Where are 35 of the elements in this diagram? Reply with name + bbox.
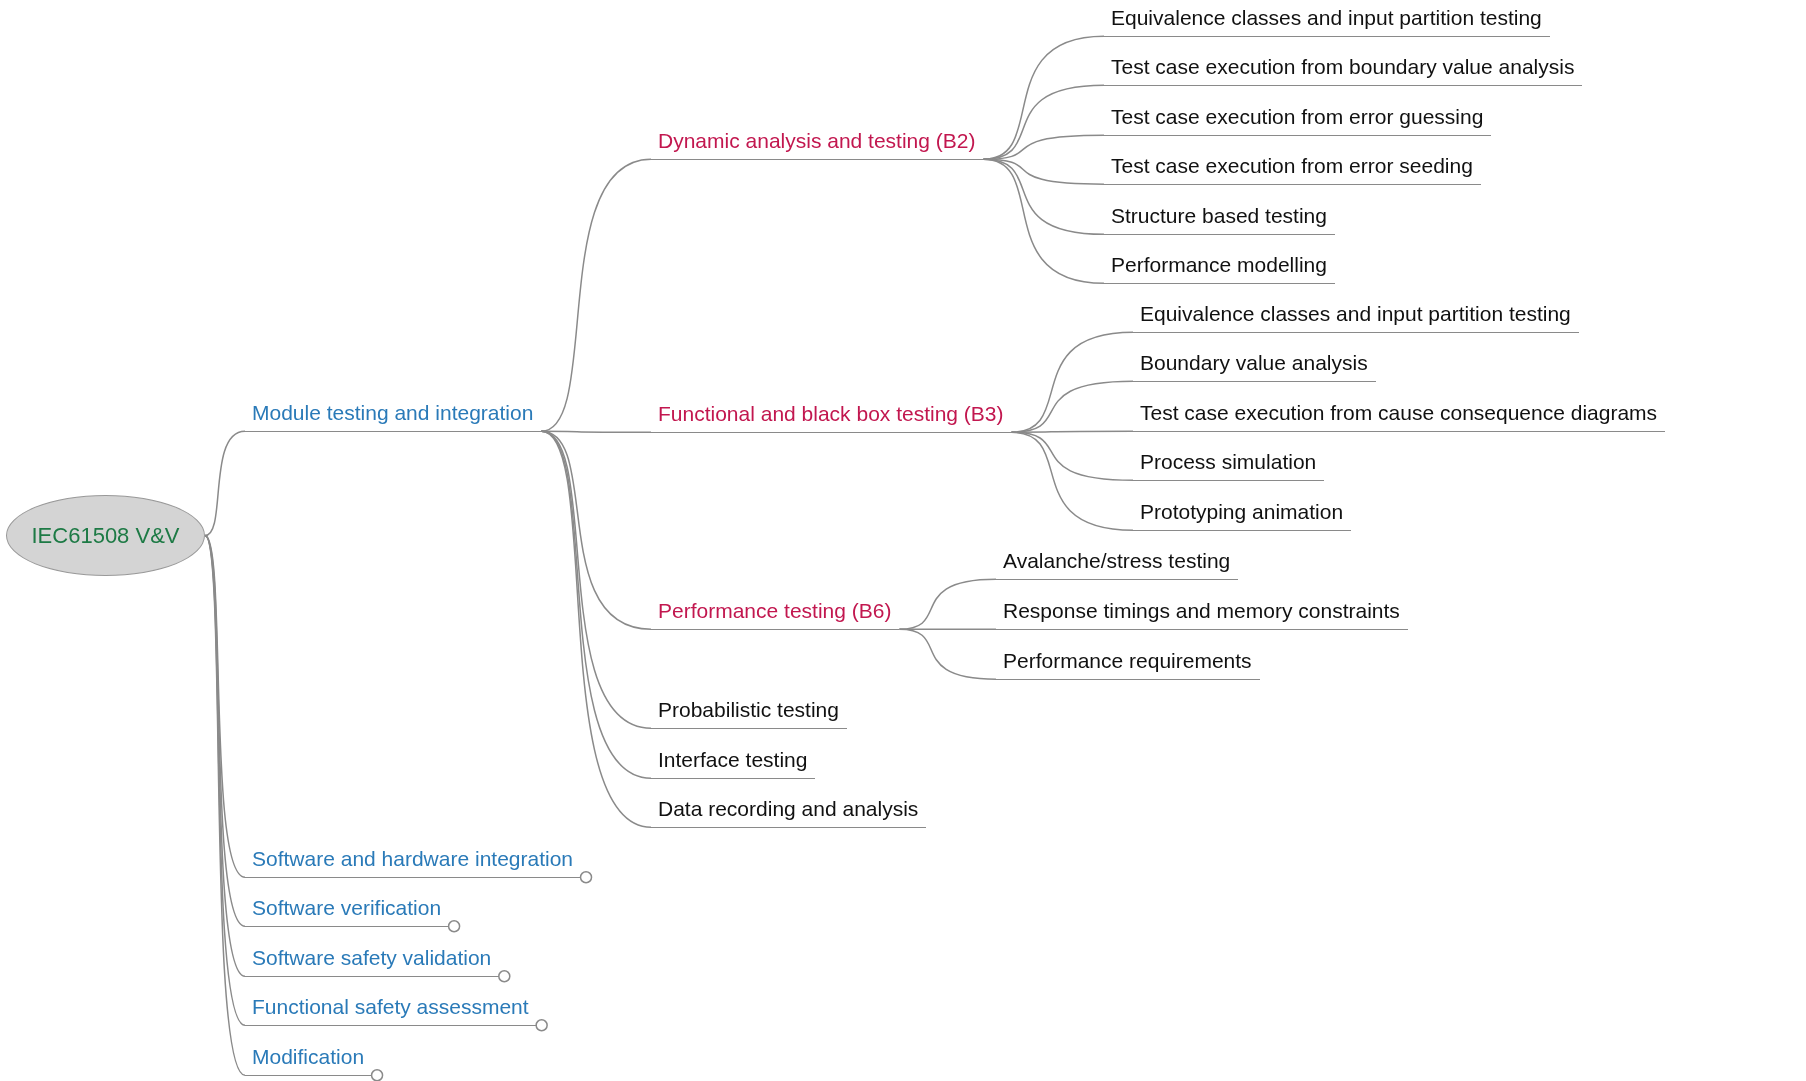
leaf-topic: Response timings and memory constraints — [996, 598, 1408, 630]
branch-connector — [898, 628, 997, 680]
branch-connector — [982, 158, 1105, 284]
leaf-topic: Test case execution from error guessing — [1104, 104, 1492, 136]
leaf-topic: Process simulation — [1133, 449, 1325, 481]
leaf-topic: Avalanche/stress testing — [996, 548, 1239, 580]
leaf-topic: Test case execution from error seeding — [1104, 153, 1481, 185]
branch-connector — [898, 578, 997, 630]
branch-connector — [1010, 431, 1134, 531]
leaf-topic: Equivalence classes and input partition testing — [1133, 301, 1579, 333]
branch-topic: Performance testing (B6) — [651, 598, 900, 630]
branch-topic: Modification — [245, 1044, 373, 1076]
root-topic-ellipse: IEC61508 V&V — [6, 495, 205, 576]
branch-topic: Software verification — [245, 895, 450, 927]
branch-connector — [1010, 430, 1134, 433]
leaf-topic: Performance modelling — [1104, 252, 1335, 284]
leaf-topic: Test case execution from cause consequence diagrams — [1133, 400, 1666, 432]
leaf-topic: Performance requirements — [996, 648, 1260, 680]
branch-connector — [204, 430, 246, 537]
leaf-topic: Probabilistic testing — [651, 697, 847, 729]
leaf-topic: Test case execution from boundary value analysis — [1104, 54, 1583, 86]
branch-topic: Module testing and integration — [245, 400, 542, 432]
leaf-topic: Boundary value analysis — [1133, 350, 1376, 382]
leaf-topic: Equivalence classes and input partition testing — [1104, 5, 1550, 37]
leaf-topic: Interface testing — [651, 747, 816, 779]
branch-topic: Software safety validation — [245, 945, 500, 977]
leaf-topic: Prototyping animation — [1133, 499, 1352, 531]
branch-topic: Functional safety assessment — [245, 994, 537, 1026]
branch-connector — [982, 134, 1105, 160]
branch-topic: Functional and black box testing (B3) — [651, 401, 1012, 433]
branch-topic: Software and hardware integration — [245, 846, 582, 878]
leaf-topic: Data recording and analysis — [651, 796, 927, 828]
branch-topic: Dynamic analysis and testing (B2) — [651, 128, 984, 160]
branch-connector — [540, 158, 652, 432]
leaf-topic: Structure based testing — [1104, 203, 1335, 235]
